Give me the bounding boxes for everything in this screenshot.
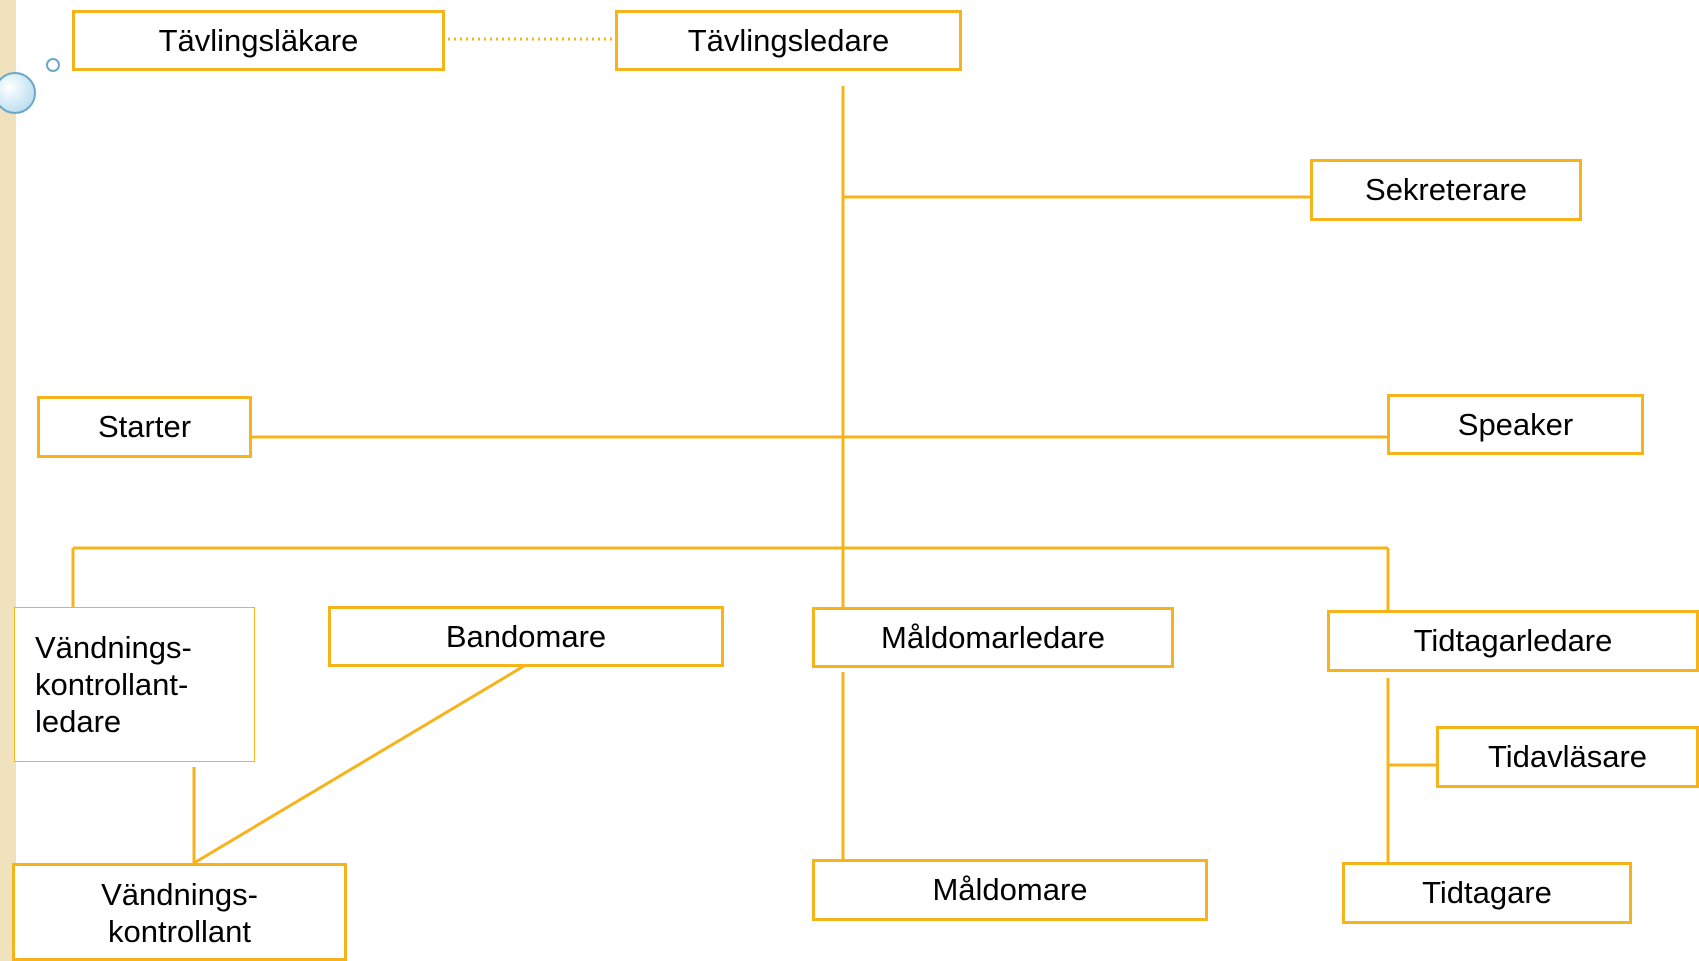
node-sekreterare: Sekreterare: [1310, 159, 1582, 221]
node-tavlingsledare: Tävlingsledare: [615, 10, 962, 71]
node-label: Tidtagare: [1422, 875, 1552, 911]
node-starter: Starter: [37, 396, 252, 458]
node-label: Sekreterare: [1365, 172, 1527, 208]
node-label: Speaker: [1457, 406, 1574, 442]
connector-bandomare-vandningskontrollant: [193, 664, 525, 865]
node-tidavlasare: Tidavläsare: [1436, 726, 1699, 788]
node-maldomarledare: Måldomarledare: [812, 607, 1174, 668]
node-vandningskontrollant: Vändnings- kontrollant: [12, 863, 347, 961]
bubble-decoration-icon: [0, 72, 36, 114]
node-tavlingslakare: Tävlingsläkare: [72, 10, 445, 71]
node-label: Vändnings- kontrollant- ledare: [35, 629, 192, 740]
node-label: Tidavläsare: [1487, 739, 1648, 775]
node-label: Måldomarledare: [881, 619, 1105, 655]
node-label: Starter: [97, 409, 192, 445]
node-speaker: Speaker: [1387, 394, 1644, 455]
decorative-left-strip: [0, 0, 16, 961]
node-label: Vändnings- kontrollant: [101, 877, 258, 950]
node-bandomare: Bandomare: [328, 606, 724, 667]
node-tidtagarledare: Tidtagarledare: [1327, 610, 1699, 672]
node-label: Bandomare: [445, 618, 607, 654]
node-label: Tidtagarledare: [1413, 623, 1613, 659]
node-label: Måldomare: [932, 872, 1088, 908]
node-tidtagare: Tidtagare: [1342, 862, 1632, 924]
node-vandningskontrollantledare: Vändnings- kontrollant- ledare: [14, 607, 255, 762]
small-bubble-decoration-icon: [46, 58, 60, 72]
node-label: Tävlingsläkare: [158, 22, 359, 58]
node-maldomare: Måldomare: [812, 859, 1208, 921]
node-label: Tävlingsledare: [687, 22, 890, 58]
